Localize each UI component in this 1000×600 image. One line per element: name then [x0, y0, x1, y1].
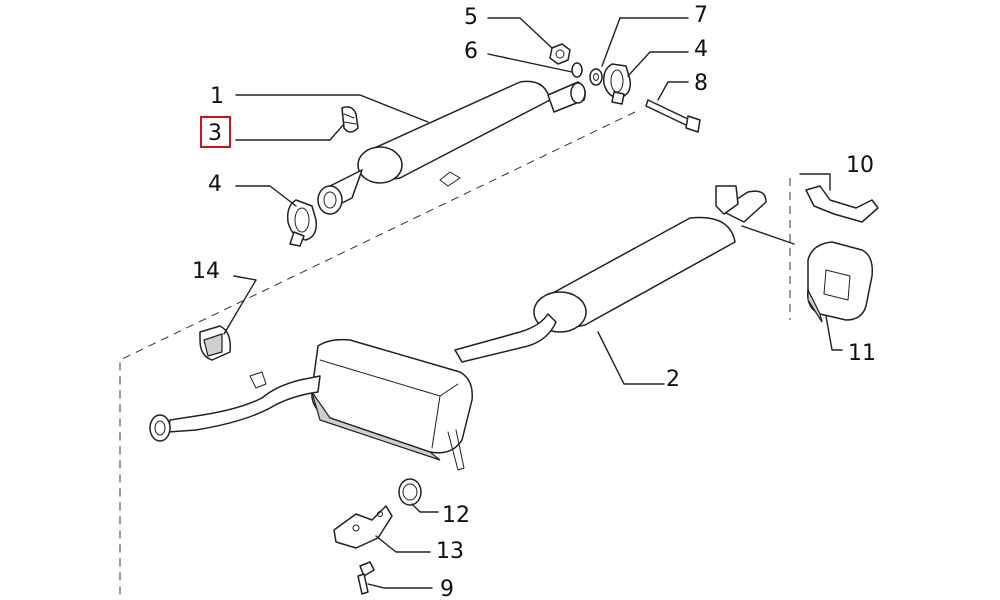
- screw-part: [357, 561, 375, 595]
- rear-silencer-part: [533, 185, 767, 333]
- bracket-part: [805, 185, 879, 223]
- callout-8: 8: [694, 71, 708, 96]
- nut-part: [549, 43, 571, 65]
- callout-4-left: 4: [208, 172, 222, 197]
- callout-2: 2: [666, 367, 680, 392]
- rubber-hanger-part: [807, 241, 874, 323]
- band-clamp-left-part: [286, 199, 318, 247]
- callout-10: 10: [846, 153, 874, 178]
- callout-1: 1: [210, 84, 224, 109]
- bolt-part: [645, 99, 701, 133]
- leader-lines: [223, 17, 843, 589]
- assembly-dashed-outline: [119, 111, 636, 600]
- washer-part: [571, 62, 583, 78]
- callout-9: 9: [440, 577, 454, 600]
- exhaust-clamp-part: [341, 106, 359, 133]
- callout-14: 14: [192, 259, 220, 284]
- callout-13: 13: [436, 539, 464, 564]
- callout-12: 12: [442, 503, 470, 528]
- callout-7: 7: [694, 3, 708, 28]
- callout-3: 3: [208, 121, 222, 146]
- band-clamp-right-part: [602, 63, 632, 105]
- catalytic-converter-part: [149, 338, 473, 471]
- callout-5: 5: [464, 5, 478, 30]
- callout-11: 11: [848, 341, 876, 366]
- callout-4-right: 4: [694, 37, 708, 62]
- rubber-mount-small-part: [199, 325, 232, 361]
- gasket-ring-part: [589, 68, 603, 86]
- intermediate-pipe-part: [454, 313, 557, 363]
- callout-6: 6: [464, 39, 478, 64]
- sealing-ring-part: [398, 478, 422, 506]
- callout-3-highlight-box: [200, 116, 231, 148]
- front-silencer-part: [317, 80, 586, 215]
